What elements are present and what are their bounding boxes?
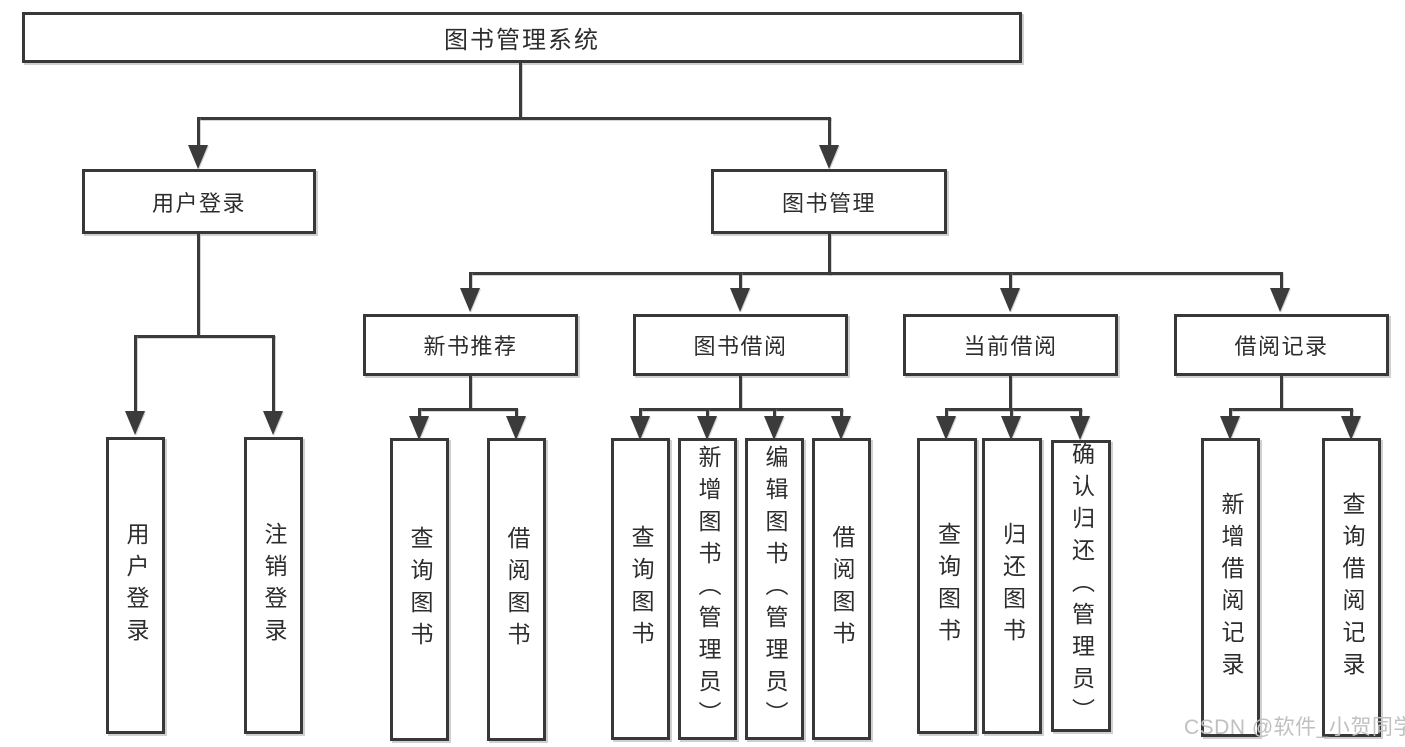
- connector-line: [1229, 408, 1232, 418]
- leaf-return-books: 归还图书: [982, 438, 1042, 734]
- node-book-borrowing: 图书借阅: [633, 314, 848, 376]
- node-label: 确认归还（管理员）: [1068, 442, 1095, 730]
- connector-line: [1280, 272, 1283, 288]
- connector-line: [1009, 376, 1012, 410]
- connector-line: [197, 234, 200, 336]
- connector-line: [828, 234, 831, 275]
- connector-line: [1280, 376, 1283, 410]
- connector-line: [134, 335, 137, 413]
- arrowhead-down-icon: [1001, 416, 1021, 440]
- connector-line: [706, 408, 709, 418]
- arrowhead-down-icon: [1070, 416, 1090, 440]
- node-label: 借阅图书: [829, 525, 855, 653]
- connector-line: [840, 408, 843, 418]
- arrowhead-down-icon: [819, 145, 839, 169]
- node-label: 新书推荐: [423, 334, 518, 359]
- connector-line: [945, 408, 1082, 411]
- connector-line: [945, 408, 948, 418]
- arrowhead-down-icon: [764, 416, 784, 440]
- node-book-management: 图书管理: [711, 169, 947, 234]
- arrowhead-down-icon: [1220, 416, 1240, 440]
- leaf-query-books: 查询图书: [390, 438, 449, 741]
- connector-line: [134, 335, 275, 338]
- arrowhead-down-icon: [630, 416, 650, 440]
- connector-line: [773, 408, 776, 418]
- node-label: 图书借阅: [693, 334, 788, 359]
- connector-line: [1350, 408, 1353, 418]
- node-new-book-recommendation: 新书推荐: [363, 314, 578, 376]
- node-label: 归还图书: [999, 522, 1026, 650]
- node-label: 用户登录: [123, 521, 149, 650]
- node-label: 查询借阅记录: [1339, 491, 1365, 684]
- node-label: 用户登录: [151, 190, 246, 216]
- node-library-management-system: 图书管理系统: [22, 12, 1022, 63]
- arrowhead-down-icon: [1270, 288, 1290, 312]
- arrowhead-down-icon: [409, 416, 429, 440]
- leaf-logout: 注销登录: [244, 437, 303, 734]
- node-label: 注销登录: [261, 521, 287, 650]
- leaf-user-login: 用户登录: [106, 437, 165, 734]
- arrowhead-down-icon: [263, 411, 283, 435]
- connector-line: [639, 408, 642, 418]
- leaf-borrow-books: 借阅图书: [812, 438, 871, 740]
- arrowhead-down-icon: [936, 416, 956, 440]
- node-user-login: 用户登录: [82, 169, 316, 234]
- connector-line: [739, 376, 742, 410]
- connector-line: [469, 272, 1282, 275]
- connector-line: [469, 272, 472, 288]
- leaf-add-books-admin: 新增图书（管理员）: [678, 438, 737, 740]
- node-label: 编辑图书（管理员）: [762, 445, 788, 733]
- connector-line: [1009, 272, 1012, 288]
- connector-line: [1079, 408, 1082, 418]
- connector-line: [515, 408, 518, 418]
- arrowhead-down-icon: [125, 411, 145, 435]
- connector-line: [418, 408, 421, 418]
- arrowhead-down-icon: [730, 288, 750, 312]
- connector-line: [197, 117, 200, 147]
- node-label: 图书管理系统: [444, 27, 600, 54]
- leaf-query-books: 查询图书: [917, 438, 977, 734]
- node-borrowing-records: 借阅记录: [1174, 314, 1389, 376]
- node-label: 查询图书: [934, 522, 961, 650]
- connector-line: [272, 335, 275, 413]
- arrowhead-down-icon: [506, 416, 526, 440]
- connector-line: [519, 63, 522, 118]
- arrowhead-down-icon: [1000, 288, 1020, 312]
- leaf-query-books: 查询图书: [611, 438, 670, 740]
- leaf-edit-books-admin: 编辑图书（管理员）: [745, 438, 804, 740]
- leaf-query-borrow-record: 查询借阅记录: [1322, 438, 1381, 737]
- node-label: 图书管理: [781, 190, 876, 216]
- connector-line: [1010, 408, 1013, 418]
- connector-line: [639, 408, 843, 411]
- node-label: 查询图书: [407, 525, 433, 654]
- arrowhead-down-icon: [460, 288, 480, 312]
- arrowhead-down-icon: [831, 416, 851, 440]
- node-label: 新增借阅记录: [1218, 491, 1244, 684]
- node-label: 查询图书: [628, 525, 654, 653]
- arrowhead-down-icon: [188, 145, 208, 169]
- node-label: 当前借阅: [963, 334, 1058, 359]
- connector-line: [1229, 408, 1353, 411]
- watermark: CSDN @软件_小贺同学: [1184, 716, 1405, 739]
- leaf-confirm-return-admin: 确认归还（管理员）: [1051, 440, 1111, 732]
- connector-line: [469, 376, 472, 410]
- node-label: 借阅图书: [504, 525, 530, 654]
- node-current-borrowing: 当前借阅: [903, 314, 1118, 376]
- connector-line: [739, 272, 742, 288]
- connector-line: [197, 117, 831, 120]
- connector-line: [828, 117, 831, 147]
- leaf-add-borrow-record: 新增借阅记录: [1201, 438, 1260, 737]
- node-label: 借阅记录: [1234, 334, 1329, 359]
- leaf-borrow-books: 借阅图书: [487, 438, 546, 741]
- node-label: 新增图书（管理员）: [695, 445, 721, 733]
- arrowhead-down-icon: [697, 416, 717, 440]
- connector-line: [418, 408, 517, 411]
- arrowhead-down-icon: [1341, 416, 1361, 440]
